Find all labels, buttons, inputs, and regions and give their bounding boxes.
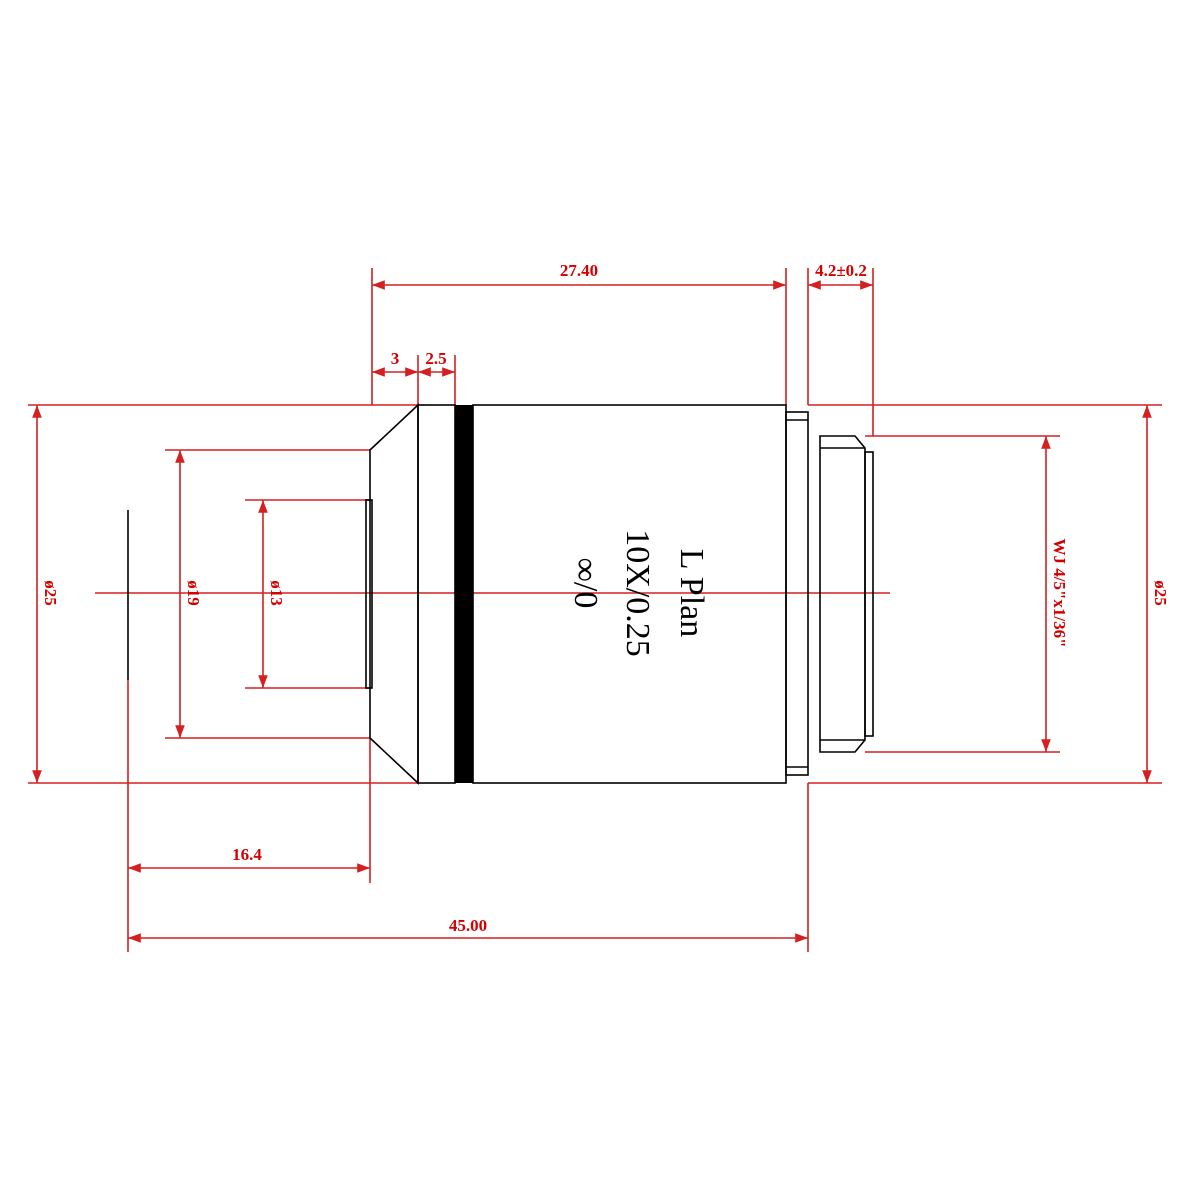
dim-d19: ø19 (184, 580, 203, 606)
extension-lines (28, 268, 1162, 952)
thread (819, 435, 866, 753)
dim-2-5: 2.5 (425, 349, 446, 368)
dim-d25-left: ø25 (41, 580, 60, 606)
label-line2: 10X/0.25 (619, 529, 656, 657)
dim-d13: ø13 (267, 580, 286, 606)
dim-45-00: 45.00 (449, 916, 487, 935)
dimension-lines (32, 280, 1152, 943)
dim-27-40: 27.40 (560, 261, 598, 280)
dim-thread-spec: WJ 4/5"x1/36" (1050, 538, 1069, 647)
dim-16-4: 16.4 (232, 845, 262, 864)
dim-d25-right: ø25 (1151, 580, 1170, 606)
objective-outline (127, 403, 874, 785)
dim-3: 3 (391, 349, 400, 368)
black-band (455, 405, 473, 783)
label-line3: ∞/0 (567, 558, 604, 609)
dim-thread-length: 4.2±0.2 (815, 261, 867, 280)
label-line1: L Plan (673, 549, 710, 637)
